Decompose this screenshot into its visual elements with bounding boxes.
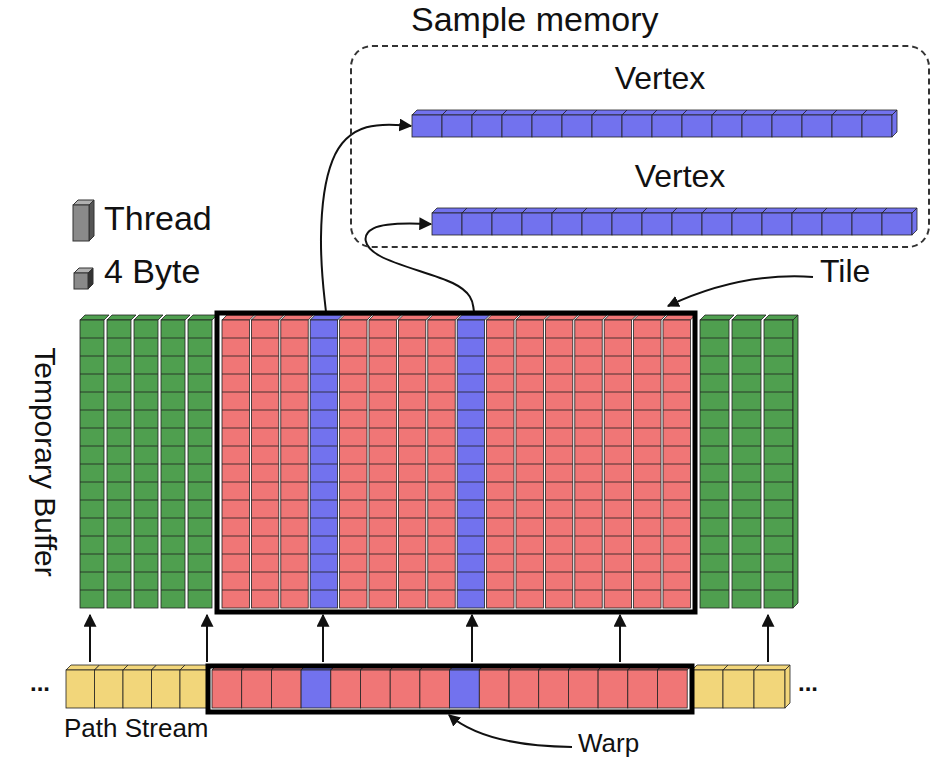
legend-text: 4 Byte	[104, 253, 200, 290]
tile-leader	[668, 276, 813, 306]
byte-cube	[74, 268, 93, 289]
array-label: Vertex	[432, 159, 928, 194]
vertex-array: Vertex	[412, 57, 908, 139]
ellipsis: ...	[798, 670, 818, 696]
temporary-buffer: Temporary Buffer	[10, 308, 800, 614]
part-label: Temporary Buffer	[29, 314, 62, 610]
legend-text: Thread	[104, 200, 212, 237]
connector-arrow	[619, 615, 621, 662]
region-heading: Sample memory	[407, 1, 663, 38]
warp-leader	[449, 715, 572, 747]
connector-arrow	[89, 615, 91, 662]
connector-arrow	[322, 615, 324, 662]
memory-region: Sample memoryVertexVertex	[350, 45, 930, 248]
warp-label: Warp	[578, 729, 639, 758]
vertex-array: Vertex	[432, 155, 928, 237]
path-stream: Path Stream	[60, 660, 790, 750]
tile-label: Tile	[820, 254, 870, 289]
connector-arrow	[206, 615, 208, 662]
connector-arrow	[471, 615, 473, 662]
connector-arrow	[321, 125, 411, 312]
part-label: Path Stream	[64, 714, 209, 743]
array-label: Vertex	[412, 61, 908, 96]
ellipsis: ...	[30, 670, 50, 696]
connector-arrow	[366, 223, 474, 312]
thread-cube	[73, 200, 94, 241]
connector-arrow	[767, 615, 769, 662]
temporary-buffer-shape	[10, 308, 800, 614]
